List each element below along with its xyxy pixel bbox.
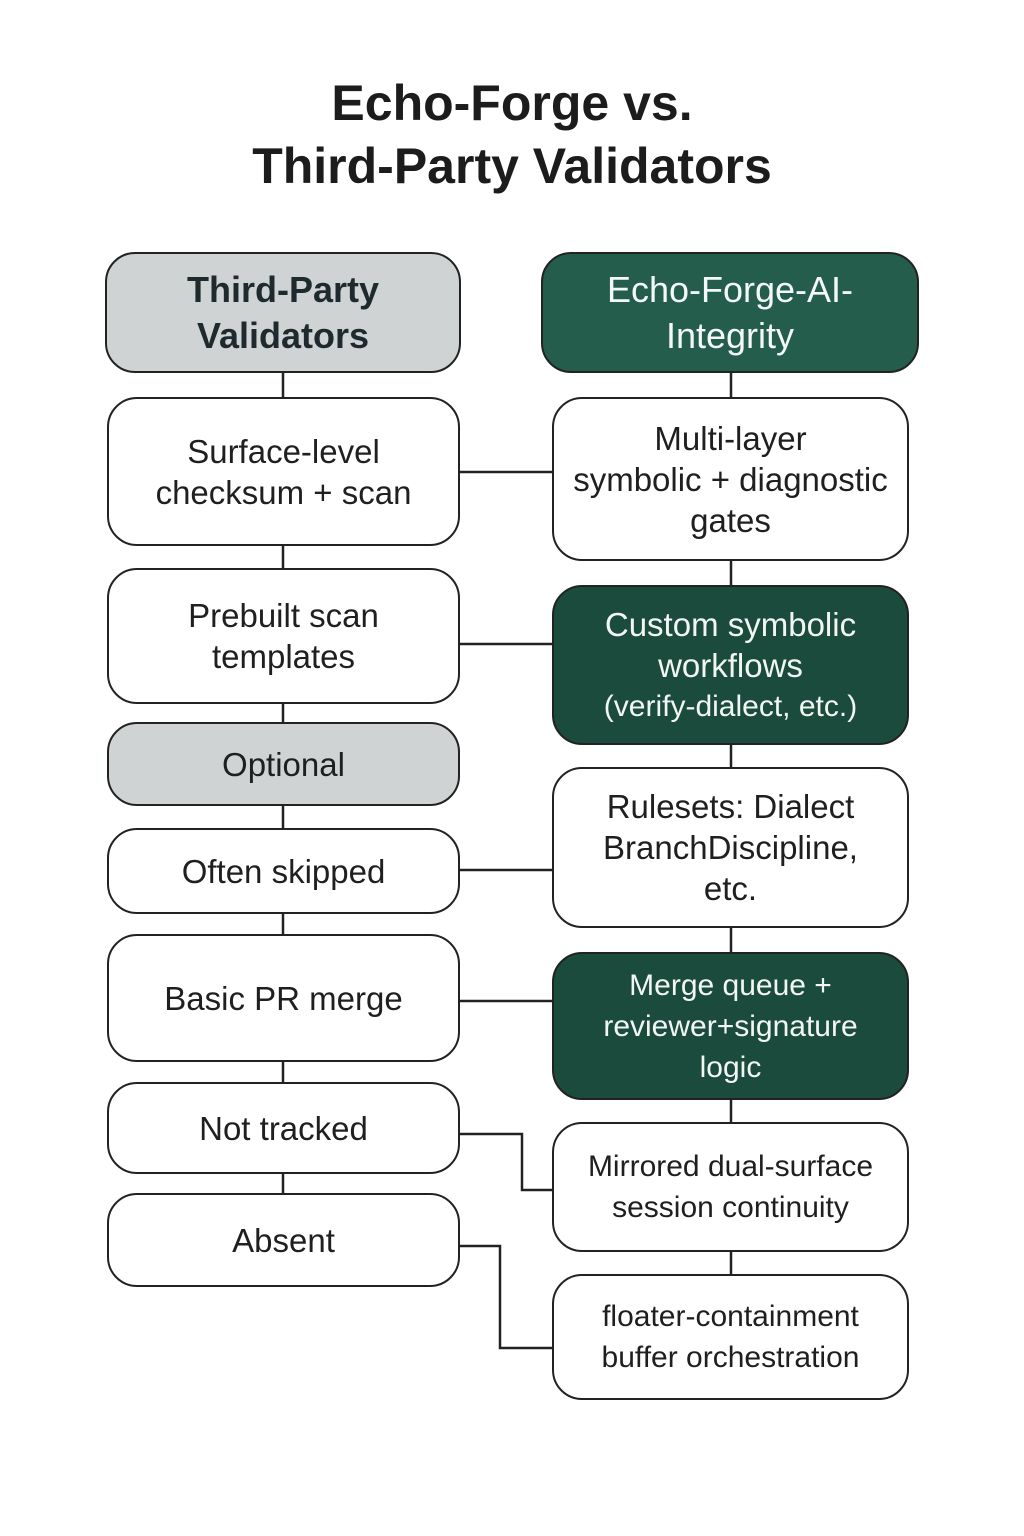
left-header-line-1: Third-Party	[186, 268, 380, 310]
right-item-text: (verify-dialect, etc.)	[603, 689, 858, 723]
title-line-1: Echo-Forge vs.	[331, 75, 693, 131]
right-item-text: floater-containment	[602, 1300, 859, 1333]
left-item-text: templates	[211, 638, 356, 675]
left-item-prebuilt-templates: Prebuilt scan templates	[107, 568, 460, 704]
right-header-line-2: Integrity	[665, 314, 795, 356]
left-item-text: checksum + scan	[155, 473, 412, 511]
right-item-text: Custom symbolic	[604, 605, 857, 643]
left-item-text: Surface-level	[187, 432, 380, 470]
right-header-line-1: Echo-Forge-AI-	[606, 268, 854, 310]
right-item-mirrored-session: Mirrored dual-surface session continuity	[552, 1122, 909, 1252]
right-item-rulesets: Rulesets: Dialect BranchDiscipline, etc.	[552, 767, 909, 928]
left-item-optional: Optional	[107, 722, 460, 806]
right-header-box: Echo-Forge-AI- Integrity	[541, 252, 919, 373]
right-item-text: symbolic + diagnostic	[573, 460, 888, 498]
right-item-merge-queue: Merge queue + reviewer+signature logic	[552, 952, 909, 1100]
right-item-text: gates	[690, 501, 771, 539]
right-item-text: Merge queue +	[629, 968, 832, 1002]
left-item-not-tracked: Not tracked	[107, 1082, 460, 1174]
left-item-absent: Absent	[107, 1193, 460, 1287]
right-item-text: workflows	[658, 646, 803, 684]
right-item-text: buffer orchestration	[601, 1341, 860, 1374]
left-item-text: Not tracked	[199, 1109, 368, 1147]
left-item-text: Optional	[222, 745, 345, 783]
diagram-title: Echo-Forge vs. Third-Party Validators	[0, 72, 1024, 198]
left-item-surface-checksum: Surface-level checksum + scan	[107, 397, 460, 546]
left-item-text: Absent	[232, 1221, 335, 1259]
right-item-custom-workflows: Custom symbolic workflows (verify-dialec…	[552, 585, 909, 745]
right-item-text: Rulesets: Dialect	[606, 788, 855, 825]
left-item-text: Prebuilt scan	[188, 597, 379, 634]
left-header-box: Third-Party Validators	[105, 252, 461, 373]
right-item-text: reviewer+signature	[603, 1009, 858, 1043]
right-item-floater-containment: floater-containment buffer orchestration	[552, 1274, 909, 1400]
row-link	[460, 1244, 552, 1350]
right-item-text: etc.	[703, 870, 758, 907]
right-item-text: session continuity	[612, 1191, 849, 1224]
left-item-text: Often skipped	[181, 852, 386, 890]
title-line-2: Third-Party Validators	[252, 138, 772, 194]
left-item-text: Basic PR merge	[164, 979, 403, 1017]
left-item-often-skipped: Often skipped	[107, 828, 460, 914]
row-link	[460, 1132, 552, 1192]
left-item-basic-pr-merge: Basic PR merge	[107, 934, 460, 1062]
right-item-multi-layer-gates: Multi-layer symbolic + diagnostic gates	[552, 397, 909, 561]
right-item-text: Mirrored dual-surface	[587, 1150, 874, 1183]
left-header-line-2: Validators	[196, 314, 370, 356]
right-item-text: BranchDiscipline,	[603, 829, 858, 866]
right-item-text: Multi-layer	[654, 419, 807, 457]
right-item-text: logic	[699, 1050, 762, 1084]
